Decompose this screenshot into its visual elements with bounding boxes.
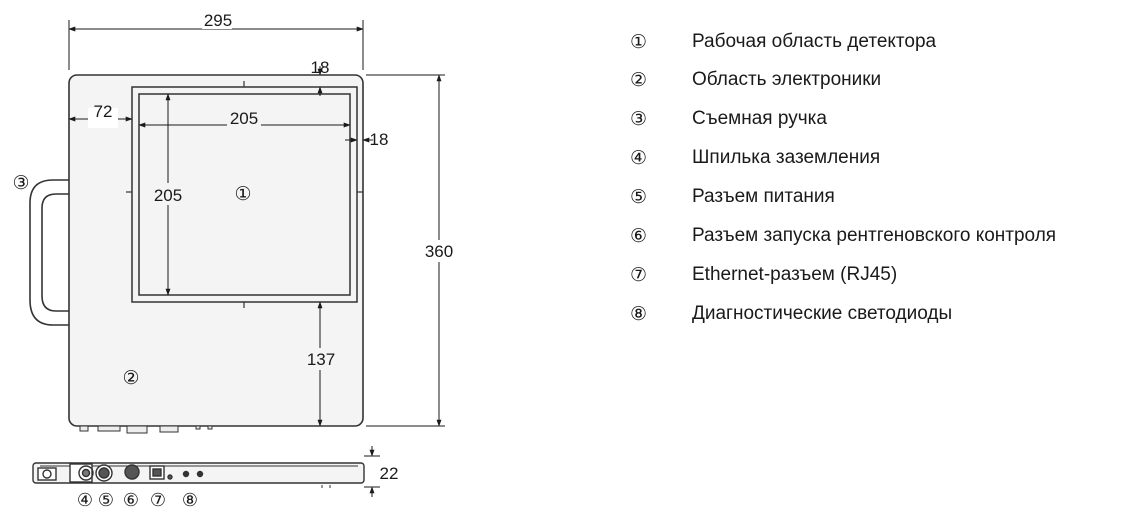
legend-item-label: Диагностические светодиоды (692, 303, 953, 324)
legend-item: ② Область электроники (630, 66, 881, 94)
dim-total-width: 295 (204, 11, 232, 30)
legend-item: ⑦ Ethernet-разъем (RJ45) (630, 261, 897, 289)
legend-item-label: Разъем питания (692, 186, 835, 207)
legend-item-number: ⑥ (630, 225, 648, 247)
dim-total-height: 360 (425, 242, 453, 261)
legend-item-number: ⑧ (630, 303, 648, 325)
legend-item-number: ④ (630, 147, 648, 169)
legend-item: ⑥ Разъем запуска рентгеновского контроля (630, 222, 1056, 250)
dim-thickness: 22 (380, 464, 399, 483)
legend-item-number: ⑤ (630, 186, 648, 208)
dim-right-margin: 18 (370, 130, 389, 149)
detector-front-view (68, 74, 364, 434)
legend-item-label: Шпилька заземления (692, 147, 881, 168)
callout-diag-leds: ⑧ (182, 490, 198, 510)
legend-item: ④ Шпилька заземления (630, 144, 880, 172)
dim-top-margin: 18 (311, 58, 330, 77)
callout-active-area: ① (234, 184, 251, 205)
legend-item-label: Область электроники (692, 69, 882, 90)
legend-item-number: ③ (630, 108, 648, 130)
legend-item-number: ⑦ (630, 264, 648, 286)
callout-xray-trigger: ⑥ (123, 490, 139, 510)
legend-item-label: Рабочая область детектора (692, 31, 937, 52)
legend-item: ① Рабочая область детектора (630, 28, 936, 56)
dim-active-height: 205 (154, 186, 182, 205)
dim-bottom-margin: 137 (307, 350, 335, 369)
dim-active-width: 205 (230, 109, 258, 128)
callout-electronics: ② (122, 368, 139, 389)
legend-item: ③ Съемная ручка (630, 105, 827, 133)
dim-left-margin: 72 (94, 102, 113, 121)
bottom-connectors-front (79, 425, 213, 434)
callout-ground-stud: ④ (77, 490, 93, 510)
handle-drawing (29, 179, 69, 326)
callout-ethernet: ⑦ (150, 490, 166, 510)
callout-handle: ③ (12, 173, 29, 194)
detector-technical-drawing: 295 360 18 72 205 18 205 137 22 ① ② ③ ④ … (12, 11, 455, 510)
legend-item-label: Ethernet-разъем (RJ45) (692, 264, 898, 285)
legend-item-label: Съемная ручка (692, 108, 827, 129)
legend-item-label: Разъем запуска рентгеновского контроля (692, 225, 1057, 246)
detector-edge-view (32, 462, 365, 484)
legend-item: ⑤ Разъем питания (630, 183, 835, 211)
legend-item: ⑧ Диагностические светодиоды (630, 300, 952, 328)
callout-power: ⑤ (98, 490, 114, 510)
legend-item-number: ① (630, 31, 648, 53)
legend-item-number: ② (630, 69, 648, 91)
